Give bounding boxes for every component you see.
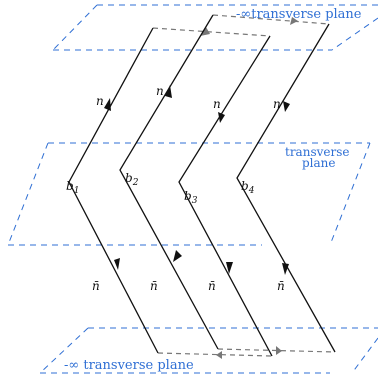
bottom-transverse-plane bbox=[39, 327, 378, 374]
arrow-b3-lower bbox=[226, 262, 233, 274]
nbar-label-4: n̄ bbox=[277, 279, 285, 293]
arrow-b3-upper bbox=[218, 112, 225, 123]
n-label-3: n bbox=[213, 97, 221, 111]
top-connector-right bbox=[212, 14, 330, 25]
middle-transverse-plane bbox=[7, 142, 371, 246]
arrow-b2-lower bbox=[173, 250, 182, 262]
n-label-1: n bbox=[96, 94, 104, 108]
b2-label: b2 bbox=[125, 171, 139, 188]
top-connector-right-arrow bbox=[290, 17, 298, 25]
arrow-b1-upper bbox=[104, 98, 111, 111]
bottom-plane-label: -∞ transverse plane bbox=[64, 358, 194, 373]
wilson-line-b4 bbox=[236, 23, 336, 353]
top-plane-label: -∞transverse plane bbox=[236, 7, 362, 22]
bottom-connector-left bbox=[157, 352, 273, 357]
b1-label: b1 bbox=[66, 179, 79, 196]
b3-label: b3 bbox=[184, 189, 198, 206]
arrow-b4-upper bbox=[283, 101, 290, 112]
arrow-b2-upper bbox=[165, 85, 172, 98]
n-label-4: n bbox=[273, 97, 281, 111]
b4-label: b4 bbox=[241, 179, 255, 196]
bottom-connector-arrow bbox=[276, 346, 282, 355]
bottom-connector-left-arrow bbox=[216, 351, 222, 359]
nbar-label-3: n̄ bbox=[208, 279, 216, 293]
n-label-2: n bbox=[156, 84, 164, 98]
arrow-b1-lower bbox=[114, 258, 120, 270]
nbar-label-2: n̄ bbox=[150, 279, 158, 293]
arrow-b4-lower bbox=[282, 263, 289, 275]
wilson-line-b1 bbox=[68, 27, 159, 354]
nbar-label-1: n̄ bbox=[92, 279, 100, 293]
top-connector bbox=[152, 27, 271, 37]
wilson-line-b2 bbox=[119, 14, 219, 350]
wilson-line-b3 bbox=[178, 35, 273, 357]
middle-plane-label-line1: transverse bbox=[285, 145, 349, 159]
middle-plane-label-line2: plane bbox=[302, 156, 336, 170]
